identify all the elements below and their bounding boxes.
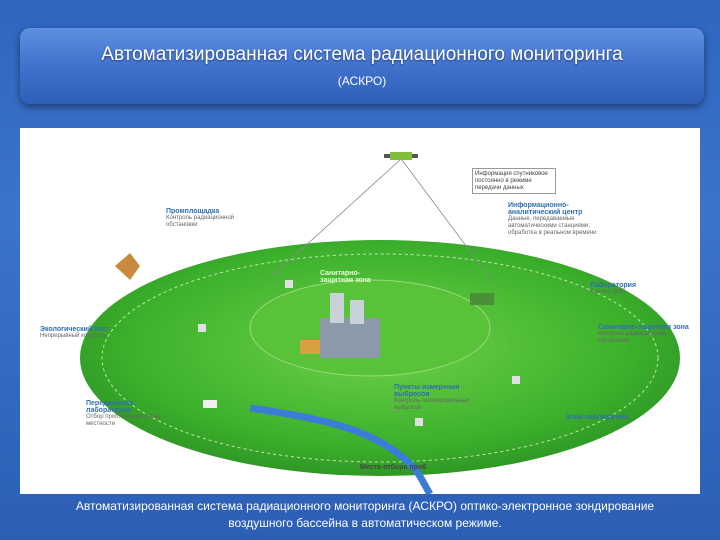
station-icon <box>415 418 423 426</box>
mobile-lab-label: Передвижная лаборатория Отбор проб; изме… <box>86 400 178 428</box>
sanitary-zone-center-label: Санитарно-защитная зона <box>320 270 371 284</box>
laboratory-title: Лаборатория <box>590 282 637 289</box>
laboratory-label: Лаборатория Анализ проб <box>590 282 672 296</box>
power-plant-icon <box>300 293 380 358</box>
sanitary-zone-title: Санитарно-защитная зона <box>598 324 689 331</box>
release-point-label: Пункты измерения выбросов Контроль газоа… <box>394 384 494 412</box>
eco-post-title: Экологический пост <box>40 326 110 333</box>
industrial-zone-title: Промплощадка <box>166 208 220 215</box>
slide-title: Автоматизированная система радиационного… <box>101 44 623 65</box>
observation-zone-label: Зона наблюдения <box>566 414 629 421</box>
river <box>249 404 433 494</box>
info-center-label: Информационно-аналитический центр Данные… <box>508 202 618 237</box>
mobile-lab-text: Отбор проб; измерения на местности <box>86 414 161 427</box>
wind-rose-icon <box>115 253 140 280</box>
beam-left <box>269 159 401 279</box>
sanitary-zone-text: Контроль радиационной обстановки <box>598 331 667 344</box>
eco-post-text: Непрерывный контроль <box>40 333 107 339</box>
info-center-text: Данные, передаваемые автоматическими ста… <box>508 216 597 236</box>
satellite-note: Информация спутниковое постоянно в режим… <box>472 168 556 194</box>
laboratory-building-icon <box>470 293 494 305</box>
laboratory-text: Анализ проб <box>590 289 626 295</box>
station-icon <box>198 324 206 332</box>
caption-line-1: Автоматизированная система радиационного… <box>75 499 655 513</box>
caption-line-2: воздушного бассейна в автоматическом реж… <box>228 516 502 530</box>
station-icon <box>285 280 293 288</box>
title-bar: Автоматизированная система радиационного… <box>20 28 704 104</box>
mobile-lab-vehicle-icon <box>203 400 217 408</box>
beam-right <box>401 159 491 279</box>
slide-subtitle: (АСКРО) <box>337 74 387 88</box>
eco-post-label: Экологический пост Непрерывный контроль <box>40 326 130 340</box>
industrial-zone-label: Промплощадка Контроль радиационной обста… <box>166 208 256 229</box>
mobile-lab-title: Передвижная лаборатория <box>86 400 134 414</box>
release-point-text: Контроль газоаэрозольных выбросов <box>394 398 470 411</box>
industrial-zone-text: Контроль радиационной обстановки <box>166 215 235 228</box>
sanitary-zone-label: Санитарно-защитная зона Контроль радиаци… <box>598 324 690 345</box>
slide-caption: Автоматизированная система радиационного… <box>20 498 710 540</box>
station-icon <box>512 376 520 384</box>
diagram-canvas: Информация спутниковое постоянно в режим… <box>20 128 700 494</box>
water-sampling-label: Место отбора проб <box>360 464 427 471</box>
info-center-title: Информационно-аналитический центр <box>508 202 583 216</box>
outer-ring <box>101 253 659 463</box>
release-point-title: Пункты измерения выбросов <box>394 384 460 398</box>
satellite-icon <box>384 152 418 160</box>
monitoring-diagram <box>80 152 680 494</box>
